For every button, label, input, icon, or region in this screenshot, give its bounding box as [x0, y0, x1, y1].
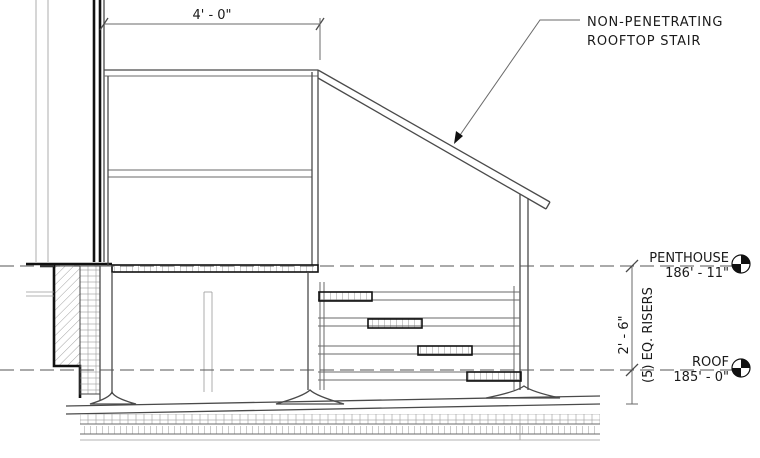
tread [417, 345, 473, 356]
stair-treads [318, 291, 522, 382]
callout-leader [454, 19, 580, 144]
tread [367, 318, 423, 329]
roof-level-name: ROOF [692, 355, 729, 370]
top-width-dimension [99, 17, 325, 60]
penthouse-level-name: PENTHOUSE [649, 251, 729, 266]
roof-level-elevation: 185' - 0" [673, 370, 729, 385]
tread [466, 371, 522, 382]
top-width-label: 4' - 0" [192, 8, 231, 23]
callout-line-1: NON-PENETRATING [587, 15, 723, 30]
tread [318, 291, 373, 302]
riser-note-label: (5) EQ. RISERS [641, 287, 656, 383]
penthouse-level-elevation: 186' - 11" [665, 266, 729, 281]
existing-building-wall [26, 0, 112, 400]
callout-line-2: ROOFTOP STAIR [587, 34, 701, 49]
riser-dimension [625, 259, 639, 405]
roof-deck [65, 395, 601, 441]
stair-frame [104, 69, 551, 394]
riser-height-label: 2' - 6" [617, 315, 632, 354]
penthouse-level-marker [731, 254, 751, 274]
roof-level-marker [731, 358, 751, 378]
